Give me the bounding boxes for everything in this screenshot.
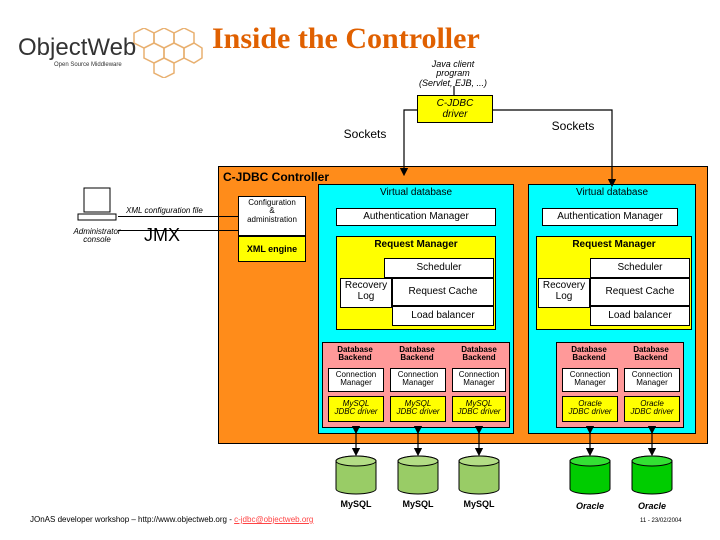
- config-admin-label: Configuration & administration: [247, 198, 297, 224]
- oracle-jdbc-driver-label: Oracle JDBC driver: [630, 399, 674, 417]
- recovery-log-right: Recovery Log: [538, 278, 590, 308]
- controller-title: C-JDBC Controller: [223, 170, 330, 184]
- cjdbc-driver-label: C-JDBC driver: [436, 98, 474, 120]
- load-balancer-left: Load balancer: [392, 306, 494, 326]
- backend-title: Database Backend: [399, 345, 435, 363]
- request-cache-right-label: Request Cache: [605, 286, 675, 297]
- database-label: MySQL: [463, 499, 495, 509]
- oracle-jdbc-driver: Oracle JDBC driver: [562, 396, 618, 422]
- objectweb-logo: ObjectWeb Open Source Middleware: [14, 28, 204, 78]
- connection-manager-label: Connection Manager: [397, 370, 439, 388]
- mysql-jdbc-driver: MySQL JDBC driver: [328, 396, 384, 422]
- backend-title: Database Backend: [337, 345, 373, 363]
- mysql-jdbc-driver: MySQL JDBC driver: [452, 396, 506, 422]
- request-cache-right: Request Cache: [590, 278, 690, 306]
- config-admin-box: Configuration & administration: [238, 196, 306, 236]
- backend-title: Database Backend: [571, 345, 607, 363]
- load-balancer-left-label: Load balancer: [411, 310, 475, 321]
- footer: JOnAS developer workshop – http://www.ob…: [30, 515, 313, 524]
- connection-manager: Connection Manager: [562, 368, 618, 392]
- scheduler-left: Scheduler: [384, 258, 494, 278]
- logo-tagline: Open Source Middleware: [54, 62, 122, 68]
- load-balancer-right: Load balancer: [590, 306, 690, 326]
- database-icon: [569, 455, 611, 495]
- oracle-jdbc-driver-label: Oracle JDBC driver: [568, 399, 612, 417]
- xml-engine-box: XML engine: [238, 236, 306, 262]
- vdb-left-title: Virtual database: [379, 187, 453, 198]
- backend-title: Database Backend: [633, 345, 669, 363]
- admin-console-label: Administrator console: [73, 227, 121, 245]
- recovery-log-left: Recovery Log: [340, 278, 392, 308]
- database-icon: [397, 455, 439, 495]
- database-icon: [335, 455, 377, 495]
- honeycomb-icon: [133, 28, 203, 78]
- xml-config-label: XML configuration file: [126, 206, 203, 215]
- footer-text: JOnAS developer workshop – http://www.ob…: [30, 515, 235, 524]
- connection-manager: Connection Manager: [328, 368, 384, 392]
- java-client-label: Java client program (Servlet, EJB, ...): [418, 59, 487, 88]
- database-label: MySQL: [340, 499, 372, 509]
- driver-to-right-vdb-arrow: [493, 109, 617, 188]
- connection-manager-label: Connection Manager: [569, 370, 611, 388]
- request-cache-left: Request Cache: [392, 278, 494, 306]
- scheduler-right-label: Scheduler: [617, 262, 663, 273]
- mysql-jdbc-driver-label: MySQL JDBC driver: [396, 399, 440, 417]
- database-label: MySQL: [402, 499, 434, 509]
- connection-manager: Connection Manager: [390, 368, 446, 392]
- mysql-jdbc-driver-label: MySQL JDBC driver: [334, 399, 378, 417]
- xml-config-line: [118, 216, 238, 217]
- recovery-log-left-label: Recovery Log: [344, 280, 388, 302]
- logo-name: ObjectWeb: [18, 34, 137, 61]
- auth-manager-left-label: Authentication Manager: [363, 211, 469, 222]
- recovery-log-right-label: Recovery Log: [542, 280, 586, 302]
- connection-manager-label: Connection Manager: [631, 370, 673, 388]
- connection-manager-label: Connection Manager: [458, 370, 500, 388]
- xml-engine-label: XML engine: [246, 244, 298, 254]
- connection-manager: Connection Manager: [624, 368, 680, 392]
- sockets-right-label: Sockets: [551, 119, 595, 133]
- sockets-left-label: Sockets: [343, 127, 387, 141]
- database-icon: [458, 455, 500, 495]
- scheduler-left-label: Scheduler: [416, 262, 462, 273]
- oracle-jdbc-driver: Oracle JDBC driver: [624, 396, 680, 422]
- vdb-right-title: Virtual database: [575, 187, 649, 198]
- auth-manager-left: Authentication Manager: [336, 208, 496, 226]
- mysql-jdbc-driver: MySQL JDBC driver: [390, 396, 446, 422]
- load-balancer-right-label: Load balancer: [608, 310, 672, 321]
- request-manager-right-label: Request Manager: [572, 239, 656, 250]
- request-cache-left-label: Request Cache: [408, 286, 478, 297]
- auth-manager-right: Authentication Manager: [542, 208, 678, 226]
- cjdbc-driver-box: C-JDBC driver: [417, 95, 493, 123]
- request-manager-left-label: Request Manager: [374, 239, 458, 250]
- slide-title: Inside the Controller: [212, 22, 480, 55]
- scheduler-right: Scheduler: [590, 258, 690, 278]
- computer-icon: [77, 187, 117, 221]
- connection-manager: Connection Manager: [452, 368, 506, 392]
- footer-email-link[interactable]: c-jdbc@objectweb.org: [234, 515, 314, 524]
- backend-title: Database Backend: [461, 345, 497, 363]
- database-icon: [631, 455, 673, 495]
- jmx-line: [118, 230, 238, 231]
- database-label: Oracle: [575, 501, 605, 511]
- mysql-jdbc-driver-label: MySQL JDBC driver: [457, 399, 501, 417]
- connection-manager-label: Connection Manager: [335, 370, 377, 388]
- database-label: Oracle: [637, 501, 667, 511]
- page-number: 11 - 23/02/2004: [640, 518, 682, 524]
- driver-to-left-vdb-arrow: [399, 109, 417, 177]
- auth-manager-right-label: Authentication Manager: [557, 211, 663, 222]
